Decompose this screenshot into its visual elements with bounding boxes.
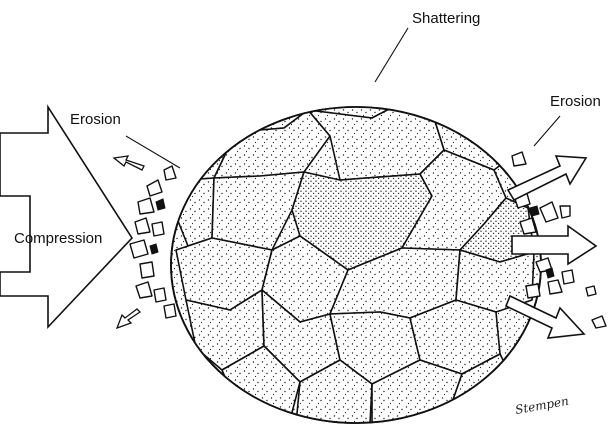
left-erosion-arrow-upper [114, 156, 144, 170]
shattered-grain [171, 50, 541, 424]
left-erosion-fragments [130, 166, 176, 318]
compression-label: Compression [14, 230, 102, 247]
erosion-left-label: Erosion [70, 111, 121, 128]
shattering-leader-line [375, 28, 408, 82]
artist-signature: Stempen [514, 394, 570, 417]
shattering-label: Shattering [412, 10, 480, 27]
erosion-right-leader-line [534, 116, 560, 146]
left-erosion-arrow-lower [117, 309, 140, 328]
erosion-right-label: Erosion [550, 93, 601, 110]
compression-arrow [0, 107, 132, 327]
